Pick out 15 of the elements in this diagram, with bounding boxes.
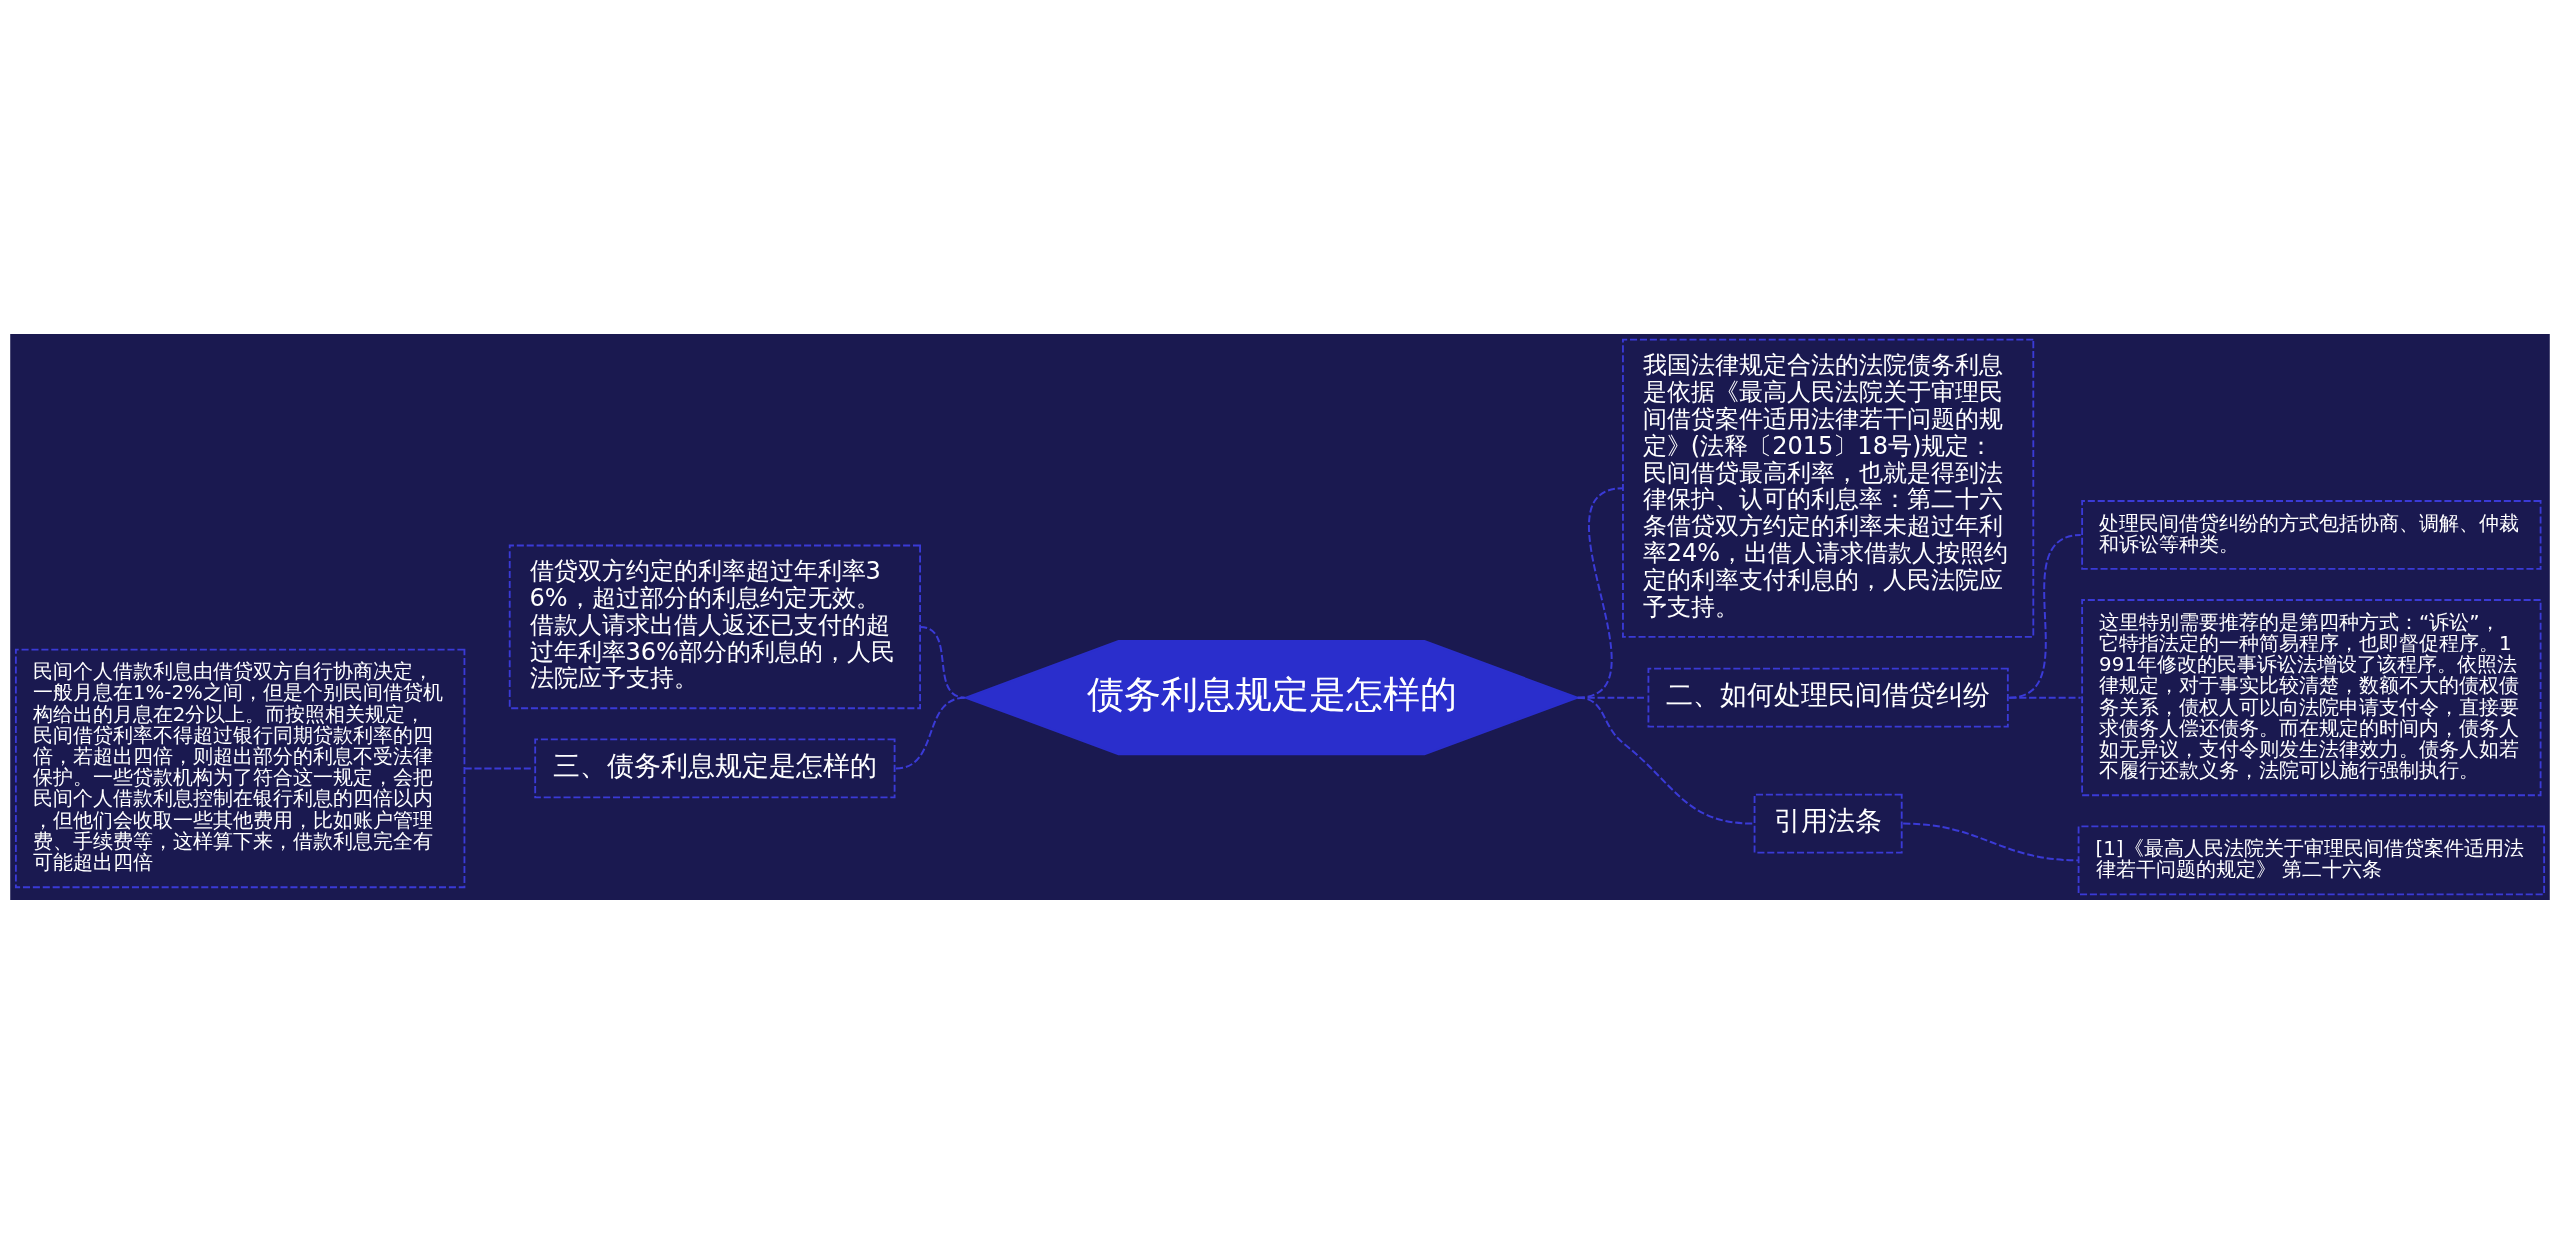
node-box: [1]《最高人民法院关于审理民间借贷案件适用法律若干问题的规定》 第二十六条 — [2077, 825, 2546, 895]
connector — [1902, 822, 2080, 861]
connector — [2008, 696, 2082, 699]
connector — [895, 696, 967, 769]
node-box: 二、如何处理民间借贷纠纷 — [1647, 667, 2009, 728]
node-box: 民间个人借款利息由借贷双方自行协商决定，一般月息在1%-2%之间，但是个别民间借贷机构给出的月息在2分以上。而按照相关规定，民间借贷利率不得超过银行同期贷款利率的四倍，若超出四倍，则超出部分的利息不受法律保护。一些贷款机构为了符合这一规定，会把民间个人借款利息控制在银行利息的四倍以内，但他们会收取一些其他费用，比如账户管理费、手续费等，这样算下来，借款利息完全有可能超出四倍 — [14, 648, 466, 888]
connector — [2008, 533, 2082, 699]
node-box: 处理民间借贷纠纷的方式包括协商、调解、仲裁和诉讼等种类。 — [2081, 499, 2542, 570]
node-box: 这里特别需要推荐的是第四种方式：“诉讼”，它特指法定的一种简易程序，也即督促程序。1991年修改的民事诉讼法增设了该程序。依照法律规定，对于事实比较清楚，数额不大的债权债务关系，债权人可以向法院申请支付令，直接要求债务人偿还债务。而在规定的时间内，债务人如无异议，支付令则发生法律效力。债务人如若不履行还款义务，法院可以施行强制执行。 — [2081, 598, 2542, 796]
node-box: 我国法律规定合法的法院债务利息是依据《最高人民法院关于审理民间借贷案件适用法律若干问题的规定》(法释〔2015〕18号)规定：民间借贷最高利率，也就是得到法律保护、认可的利息率：第二十六条借贷双方约定的利率未超过年利率24%，出借人请求借款人按照约定的利率支付利息的，人民法院应予支持。 — [1622, 338, 2035, 638]
node-box: 引用法条 — [1753, 793, 1903, 853]
node-box: 三、债务利息规定是怎样的 — [534, 738, 896, 798]
node-box: 借贷双方约定的利率超过年利率36%，超过部分的利息约定无效。借款人请求出借人返还已支付的超过年利率36%部分的利息的，人民法院应予支持。 — [508, 544, 921, 709]
connector — [1576, 696, 1755, 825]
connector — [919, 625, 967, 699]
